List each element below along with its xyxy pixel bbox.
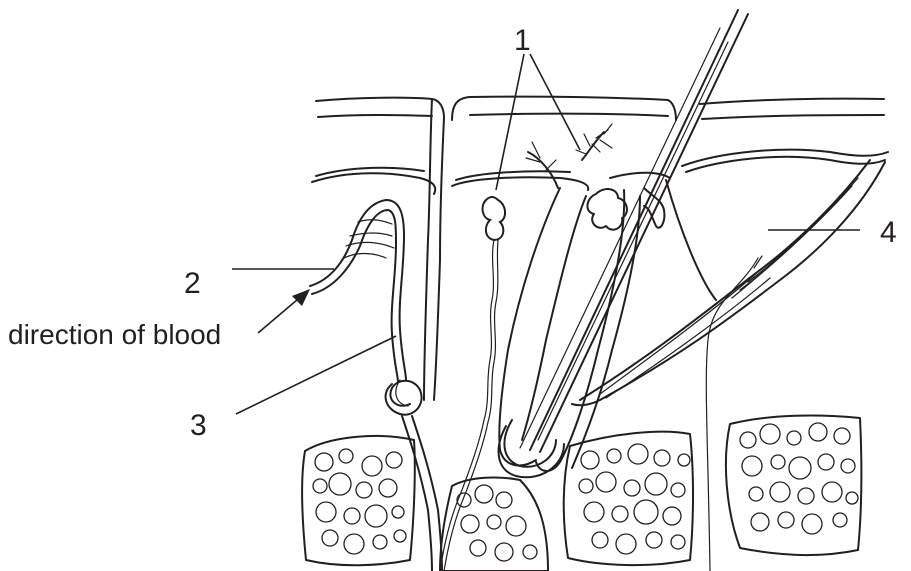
- fat-cell: [798, 488, 814, 504]
- fat-cell: [742, 456, 762, 476]
- fat-cell: [822, 482, 842, 502]
- fat-cell: [506, 516, 526, 536]
- fat-cell: [457, 493, 471, 507]
- fat-cell: [809, 423, 827, 441]
- fat-cell: [771, 455, 785, 469]
- fat-cell: [356, 482, 372, 498]
- fat-cell: [316, 502, 336, 522]
- fat-cell: [607, 449, 621, 463]
- fat-cell: [760, 424, 780, 444]
- blood-vessel-loop: [310, 200, 442, 571]
- fat-cell: [579, 479, 593, 493]
- fat-cell: [628, 444, 648, 464]
- fat-cell: [654, 450, 670, 466]
- fat-cell: [487, 515, 501, 529]
- fat-cell: [523, 545, 537, 559]
- fat-cell: [581, 451, 599, 469]
- fat-cells: [313, 423, 858, 561]
- fat-cell: [329, 473, 351, 495]
- leader-1b: [530, 54, 580, 150]
- fat-cell: [678, 454, 690, 466]
- fat-cell: [671, 483, 685, 497]
- fat-cell: [841, 459, 855, 473]
- fat-cell: [313, 479, 327, 493]
- fat-cell: [584, 502, 604, 522]
- fat-cell: [612, 506, 628, 522]
- fat-cell: [671, 535, 685, 549]
- fat-cell: [802, 514, 822, 534]
- fat-cell: [495, 543, 513, 561]
- arrector-pili-muscle: [572, 160, 885, 405]
- fat-cell: [386, 452, 402, 468]
- fat-cell: [344, 508, 360, 524]
- fat-cell: [373, 535, 387, 549]
- fat-cell: [833, 513, 847, 527]
- fat-cell: [624, 480, 640, 496]
- fat-cell: [740, 432, 756, 448]
- fat-cell: [616, 534, 636, 554]
- label-3: 3: [190, 409, 207, 442]
- fat-cell: [315, 453, 333, 471]
- fat-cell: [770, 482, 790, 502]
- fat-cell: [394, 530, 406, 542]
- leader-3: [236, 336, 396, 414]
- fat-cell: [846, 492, 858, 504]
- fat-cell: [461, 515, 479, 533]
- fat-cell: [646, 532, 662, 548]
- fat-cell: [470, 540, 486, 556]
- fat-cell: [339, 449, 353, 463]
- fat-cell: [365, 505, 387, 527]
- fat-cell: [645, 473, 667, 495]
- hair-shaft: [499, 10, 748, 477]
- label-direction-of-blood: direction of blood: [8, 319, 221, 350]
- label-1: 1: [514, 24, 531, 57]
- fat-cell: [392, 506, 404, 518]
- fat-cell: [789, 457, 811, 479]
- epidermis: [312, 97, 888, 194]
- fat-cell: [787, 431, 801, 445]
- fat-cell: [592, 532, 608, 548]
- label-4: 4: [880, 216, 897, 249]
- fat-cell: [834, 428, 850, 444]
- direction-arrow-head: [292, 289, 310, 306]
- fat-lobules: [302, 416, 861, 571]
- fat-cell: [778, 512, 794, 528]
- fat-cell: [379, 479, 397, 497]
- leader-lines: [232, 54, 860, 414]
- fat-cell: [818, 454, 834, 470]
- leader-1a: [496, 54, 524, 190]
- fat-cell: [496, 492, 512, 508]
- fat-cell: [362, 456, 382, 476]
- fat-cell: [596, 472, 616, 492]
- fat-cell: [663, 507, 681, 525]
- fat-cell: [751, 513, 769, 531]
- fat-cell: [475, 485, 493, 503]
- hair-follicle: [499, 188, 664, 471]
- dermal-vessel: [424, 99, 444, 400]
- fat-cell: [322, 530, 338, 546]
- fat-cell: [749, 487, 763, 501]
- label-2: 2: [184, 267, 201, 300]
- right-nerve: [706, 256, 762, 571]
- fat-cell: [344, 534, 364, 554]
- fat-cell: [634, 500, 658, 524]
